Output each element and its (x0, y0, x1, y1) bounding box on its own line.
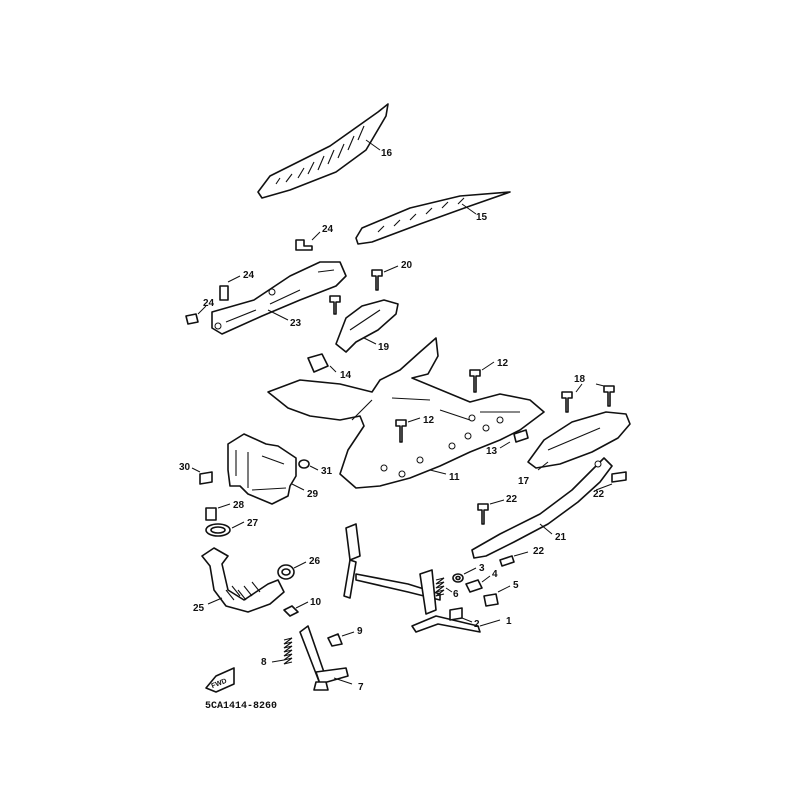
callout-24-middle: 24 (243, 270, 255, 281)
callout-4: 4 (492, 569, 498, 580)
part-26-clamp: 26 (277, 556, 321, 580)
part-main-stand (343, 523, 481, 633)
callout-28: 28 (233, 500, 245, 511)
callout-16: 16 (381, 148, 393, 159)
callout-24-left: 24 (203, 298, 215, 309)
part-29-bracket-box (227, 433, 297, 505)
callout-26: 26 (309, 556, 321, 567)
fwd-direction-icon: FWD (205, 667, 235, 693)
leader-1: 1 (479, 616, 512, 627)
part-21-stay (471, 457, 613, 559)
leader-15: 15 (461, 203, 488, 223)
part-30-bolt: 30 (179, 462, 213, 485)
part-5-bolt: 5 (483, 580, 519, 607)
screw-24-left: 24 (185, 298, 215, 325)
callout-21: 21 (555, 532, 567, 543)
part-9-bolt: 9 (327, 626, 363, 647)
callout-11: 11 (449, 472, 460, 483)
leader-29: 29 (291, 483, 319, 500)
callout-3: 3 (479, 563, 485, 574)
callout-24-top: 24 (322, 224, 334, 235)
screw-12-upper: 12 (469, 358, 509, 393)
part-14-clip: 14 (307, 353, 352, 381)
part-6-spring: 6 (435, 577, 459, 600)
screw-12-lower: 12 (395, 415, 435, 443)
callout-27: 27 (247, 518, 259, 529)
callout-12-upper: 12 (497, 358, 509, 369)
callout-13: 13 (486, 446, 498, 457)
callout-20: 20 (401, 260, 413, 271)
leader-18: 18 (574, 374, 605, 393)
part-4-collar: 4 (465, 569, 498, 593)
leader-17: 17 (518, 461, 549, 487)
part-7-side-stand (299, 625, 349, 691)
part-3-washer: 3 (452, 563, 485, 583)
callout-1: 1 (506, 616, 512, 627)
bolt-22-right: 22 (593, 471, 627, 500)
part-8-spring: 8 (261, 637, 293, 668)
callout-22-lower: 22 (533, 546, 545, 557)
callout-25: 25 (193, 603, 205, 614)
callout-19: 19 (378, 342, 390, 353)
screw-18-b (603, 385, 615, 407)
callout-7: 7 (358, 682, 364, 693)
callout-9: 9 (357, 626, 363, 637)
part-31-nut: 31 (298, 459, 333, 477)
part-25-hose (201, 547, 285, 613)
screw-20: 20 (371, 260, 413, 291)
part-19-cover (335, 299, 399, 353)
callout-30: 30 (179, 462, 191, 473)
part-10-nut: 10 (283, 597, 322, 617)
leader-21: 21 (539, 523, 567, 543)
callout-17: 17 (518, 476, 530, 487)
part-11-floor-board (267, 337, 545, 489)
part-27-clamp: 27 (205, 518, 259, 537)
screw-18-a (561, 391, 573, 413)
callout-6: 6 (453, 589, 459, 600)
callout-8: 8 (261, 657, 267, 668)
callout-12-lower: 12 (423, 415, 435, 426)
screw-24-middle: 24 (219, 270, 255, 301)
drawing-code: 5CA1414-8260 (205, 701, 277, 712)
bolt-22-lower: 22 (499, 546, 545, 567)
screw-24-top: 24 (295, 224, 334, 251)
leader-25: 25 (193, 597, 223, 614)
leader-16: 16 (365, 139, 393, 159)
callout-5: 5 (513, 580, 519, 591)
leader-7: 7 (333, 677, 364, 693)
leader-11: 11 (429, 469, 460, 483)
leader-23: 23 (267, 309, 302, 329)
part-17-side-cover (527, 411, 631, 469)
callout-2: 2 (474, 619, 480, 630)
part-15-floor-grille-lower (355, 191, 511, 245)
bolt-22-upper: 22 (477, 494, 518, 525)
callout-18: 18 (574, 374, 586, 385)
callout-22-right: 22 (593, 489, 605, 500)
callout-29: 29 (307, 489, 319, 500)
callout-15: 15 (476, 212, 488, 223)
leader-19: 19 (363, 337, 390, 353)
callout-22-upper: 22 (506, 494, 518, 505)
callout-23: 23 (290, 318, 302, 329)
part-28-screw: 28 (205, 500, 245, 521)
screw-20-lower (329, 295, 341, 315)
part-16-floor-grille-upper (257, 103, 389, 199)
callout-10: 10 (310, 597, 322, 608)
callout-14: 14 (340, 370, 352, 381)
part-23-side-bracket (211, 261, 347, 335)
part-13-clip: 13 (486, 429, 529, 457)
part-2-collar: 2 (449, 607, 480, 630)
callout-31: 31 (321, 466, 333, 477)
